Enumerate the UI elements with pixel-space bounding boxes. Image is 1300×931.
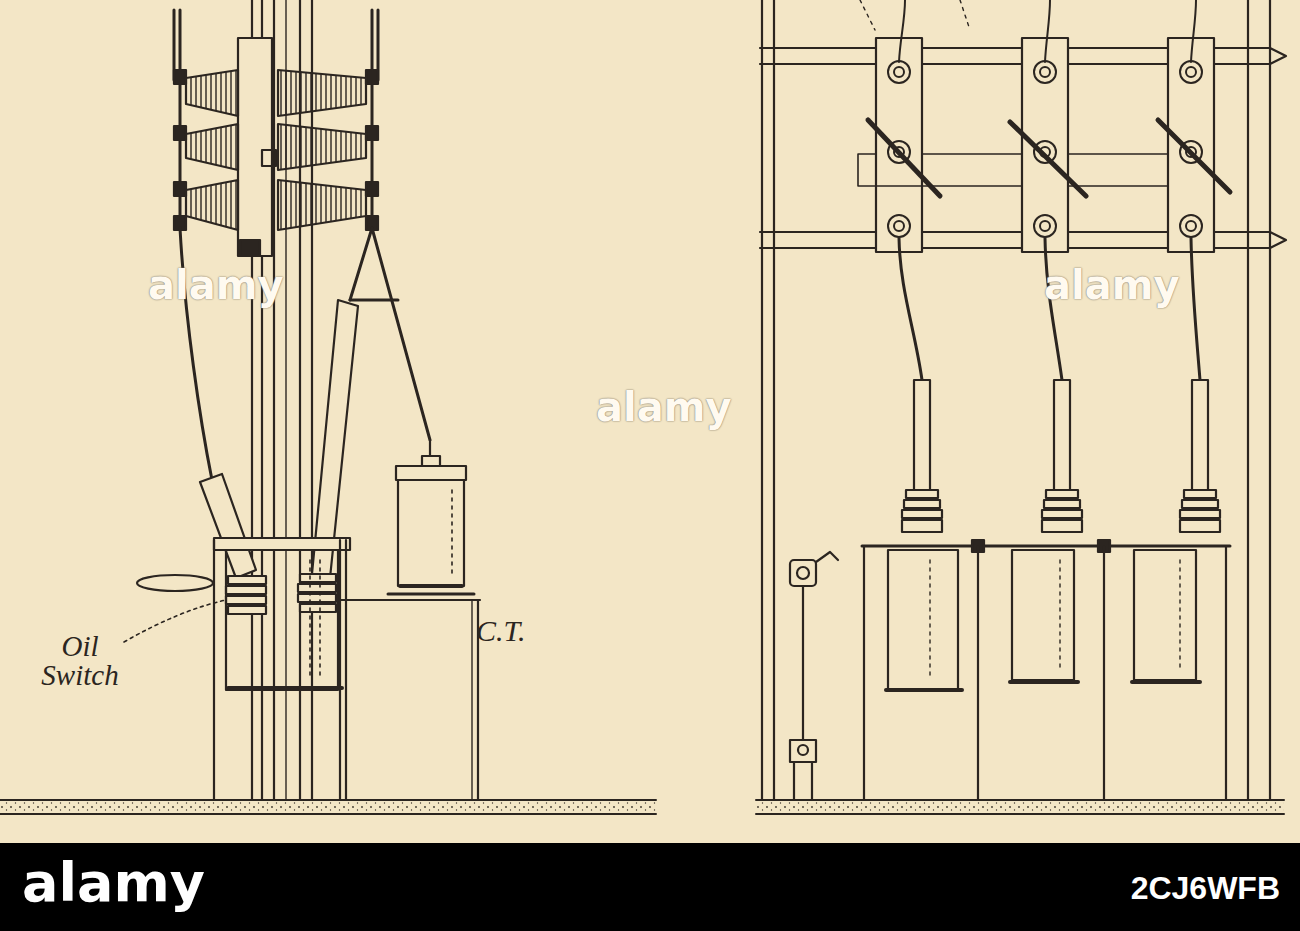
part-label-box: C.T.	[476, 614, 566, 649]
watermark-box: alamy	[1044, 262, 1214, 308]
callout-label: Oil Switch	[30, 632, 130, 690]
image-id-box: 2CJ6WFB	[1080, 870, 1280, 907]
part-label: C.T.	[476, 614, 566, 649]
watermark-logo-box: alamy	[22, 852, 262, 914]
watermark: alamy	[596, 384, 766, 430]
watermark-box: alamy	[596, 384, 766, 430]
watermark: alamy	[148, 262, 318, 308]
watermark-logo: alamy	[22, 852, 262, 914]
watermark-box: alamy	[148, 262, 318, 308]
image-id: 2CJ6WFB	[1080, 870, 1280, 907]
watermark-bar	[0, 843, 1300, 931]
watermark: alamy	[1044, 262, 1214, 308]
callout-label-box: Oil Switch	[30, 632, 130, 690]
